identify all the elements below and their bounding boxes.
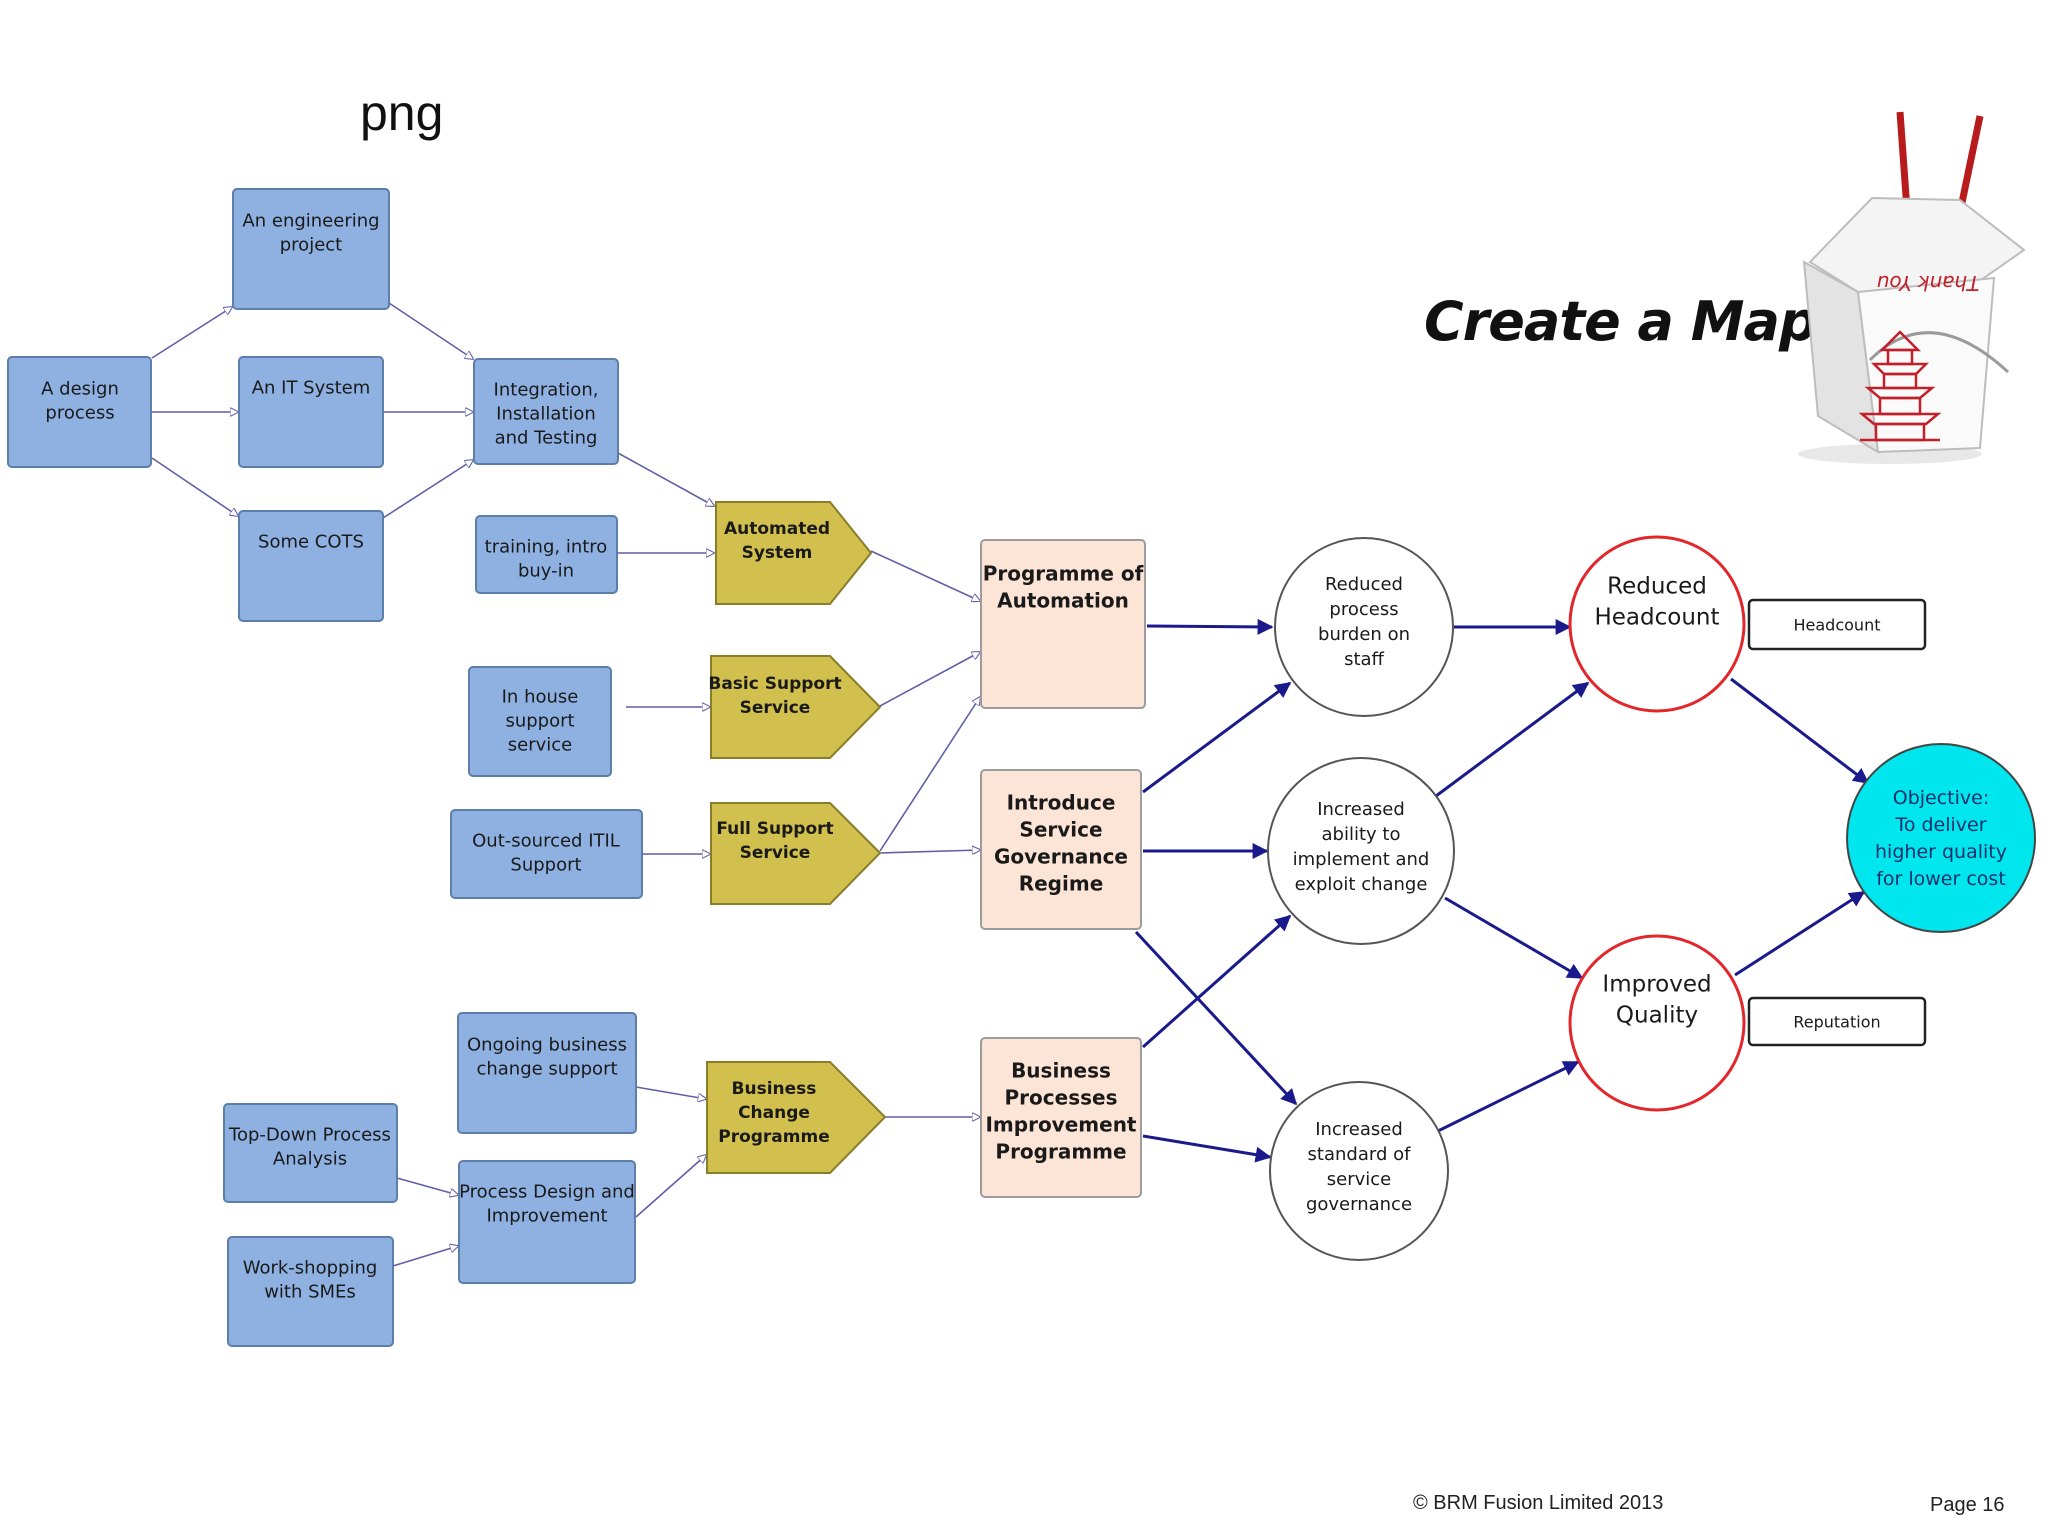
box-programme-automation: [980, 539, 1146, 709]
box-in-house: [468, 666, 612, 777]
footer-page-number: Page 16: [1930, 1494, 2005, 1516]
box-workshopping: [227, 1236, 394, 1347]
arrow: [1142, 914, 1292, 1049]
arrow: [1435, 681, 1590, 798]
benefit-circles: [1568, 535, 1746, 1112]
connector: [392, 1246, 458, 1267]
shape-automated-system: [715, 501, 873, 605]
connector: [635, 1155, 706, 1218]
arrow: [1444, 896, 1584, 980]
arrow: [1730, 677, 1870, 785]
takeout-box-caption: Thank You: [1877, 271, 1980, 295]
circle-improved-quality: [1568, 934, 1746, 1112]
arrow: [1142, 681, 1292, 794]
circle-reduced-burden: [1274, 537, 1454, 717]
box-ongoing-change: [457, 1012, 637, 1134]
shape-basic-support: [710, 655, 882, 759]
shape-full-support: [710, 802, 882, 905]
slide-title: Create a Map: [1424, 290, 1818, 353]
connector: [870, 550, 980, 601]
connector: [151, 457, 238, 516]
connector: [382, 460, 473, 519]
connector: [635, 1086, 706, 1099]
connector: [879, 850, 980, 853]
box-top-down: [223, 1103, 398, 1203]
arrow: [1146, 618, 1274, 635]
box-engineering-project: [232, 188, 390, 310]
box-bpi: [980, 1037, 1142, 1198]
box-service-governance: [980, 769, 1142, 930]
capability-shapes: [706, 501, 887, 1174]
connector: [151, 307, 232, 359]
label-some-cots: Some COTS: [258, 531, 364, 552]
arrow: [1437, 1060, 1580, 1133]
input-boxes: [7, 188, 643, 1347]
box-outsourced: [450, 809, 643, 899]
footer-copyright: © BRM Fusion Limited 2013: [1413, 1492, 1664, 1514]
measure-boxes: [1747, 598, 1927, 1047]
chinese-takeout-box-icon: Thank You: [1798, 111, 2026, 464]
box-training: [475, 515, 618, 594]
png-label: png: [360, 85, 444, 141]
box-integration: [473, 358, 619, 465]
box-design-process: [7, 356, 152, 468]
arrow: [1142, 1134, 1272, 1163]
circle-reduced-headcount: [1568, 535, 1746, 713]
connector: [617, 452, 714, 506]
box-process-design: [458, 1160, 636, 1284]
box-it-system: [238, 356, 384, 468]
box-headcount-measure: [1747, 598, 1927, 651]
connector: [879, 652, 980, 707]
connector: [879, 697, 980, 852]
programme-boxes: [980, 539, 1146, 1198]
circle-increased-standard: [1269, 1081, 1449, 1261]
label-headcount-measure: Headcount: [1794, 616, 1881, 635]
box-some-cots: [238, 510, 384, 622]
label-it-system: An IT System: [252, 377, 371, 398]
arrow: [1134, 930, 1298, 1106]
circle-increased-ability: [1267, 757, 1455, 945]
box-reputation-measure: [1747, 996, 1927, 1047]
label-reputation-measure: Reputation: [1793, 1013, 1880, 1032]
connector: [388, 302, 473, 359]
arrow: [1734, 890, 1866, 977]
navy-arrows: [1134, 618, 1870, 1163]
thin-connectors: [151, 302, 980, 1267]
shape-business-change: [706, 1061, 887, 1174]
outcome-circles: [1267, 537, 1455, 1261]
objective-circle: [1846, 743, 2036, 933]
connector: [396, 1177, 458, 1195]
